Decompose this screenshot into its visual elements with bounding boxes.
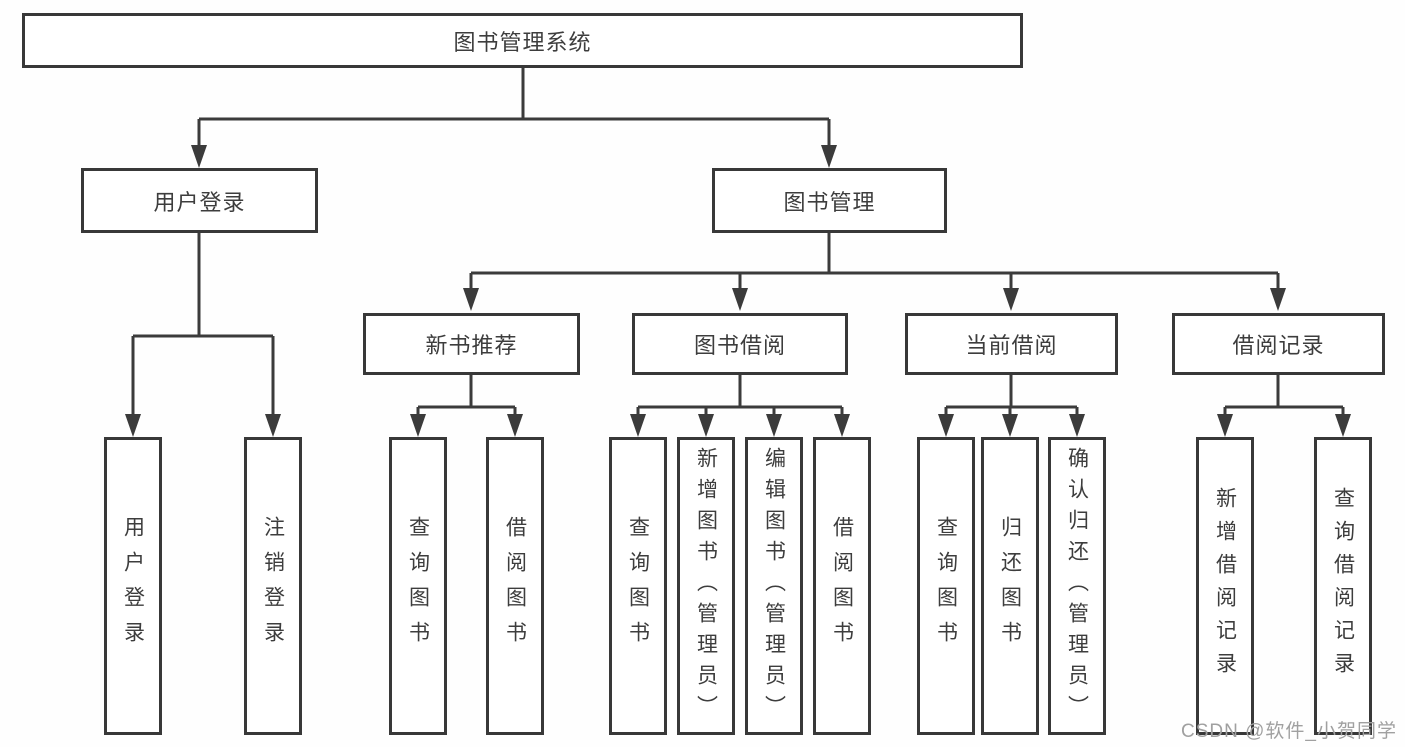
node-book-management: 图书管理 xyxy=(712,168,947,233)
node-book-borrow-label: 图书借阅 xyxy=(693,333,786,358)
node-user-login-label: 用户登录 xyxy=(153,189,246,215)
node-current-borrow: 当前借阅 xyxy=(905,313,1118,375)
node-new-book-recommend: 新书推荐 xyxy=(363,313,580,375)
csdn-watermark: CSDN @软件_小贺同学 xyxy=(1181,721,1397,742)
leaf-edit-book-admin: 编辑图书（管理员） xyxy=(745,437,803,735)
node-book-management-label: 图书管理 xyxy=(783,189,876,215)
node-new-book-recommend-label: 新书推荐 xyxy=(425,333,518,358)
leaf-borrow-books-recommend: 借阅图书 xyxy=(486,437,544,735)
node-root-label: 图书管理系统 xyxy=(453,29,592,55)
leaf-logout: 注销登录 xyxy=(244,437,302,735)
node-user-login: 用户登录 xyxy=(81,168,318,233)
leaf-query-books-borrow: 查询图书 xyxy=(609,437,667,735)
leaf-query-books-current: 查询图书 xyxy=(917,437,975,735)
leaf-query-books-recommend: 查询图书 xyxy=(389,437,447,735)
node-current-borrow-label: 当前借阅 xyxy=(965,333,1058,358)
leaf-add-book-admin: 新增图书（管理员） xyxy=(677,437,735,735)
node-borrow-records: 借阅记录 xyxy=(1172,313,1385,375)
leaf-borrow-books: 借阅图书 xyxy=(813,437,871,735)
leaf-user-login: 用户登录 xyxy=(104,437,162,735)
leaf-query-borrow-record: 查询借阅记录 xyxy=(1314,437,1372,735)
node-book-borrow: 图书借阅 xyxy=(632,313,848,375)
leaf-return-book: 归还图书 xyxy=(981,437,1039,735)
leaf-add-borrow-record: 新增借阅记录 xyxy=(1196,437,1254,735)
leaf-confirm-return-admin: 确认归还（管理员） xyxy=(1048,437,1106,735)
node-root: 图书管理系统 xyxy=(22,13,1023,68)
node-borrow-records-label: 借阅记录 xyxy=(1232,333,1325,358)
